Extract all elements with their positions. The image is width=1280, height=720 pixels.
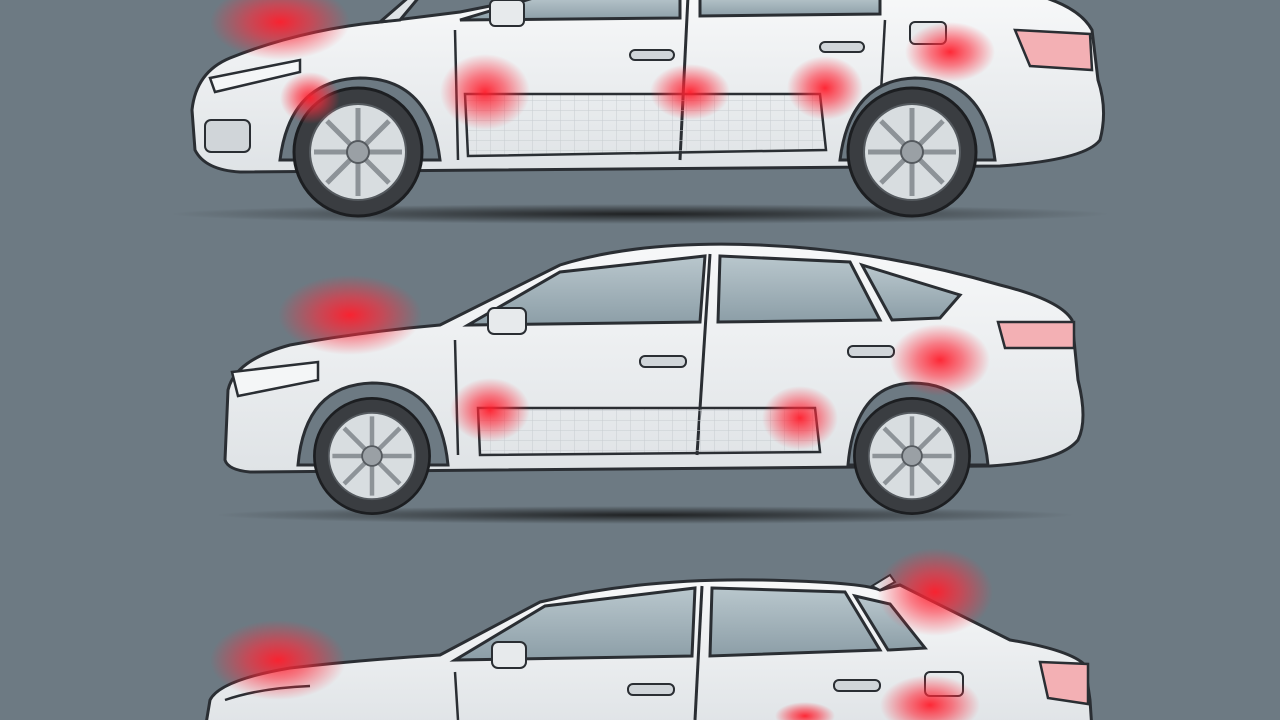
hotspot-rear-rocker bbox=[762, 386, 838, 450]
car-top-open-hood bbox=[375, 0, 419, 24]
car-middle bbox=[215, 242, 1085, 524]
car-bottom-mirror bbox=[491, 641, 527, 669]
car-top bbox=[170, 0, 1110, 224]
car-top-rear-handle bbox=[819, 41, 865, 53]
hotspot-rear-quarter bbox=[905, 22, 995, 82]
car-middle-headlight bbox=[230, 360, 320, 398]
hotspot-trunk-lid bbox=[877, 548, 993, 636]
hotspot-rear-quarter bbox=[890, 324, 990, 396]
car-top-rear-window bbox=[698, 0, 882, 18]
hotspot-hood bbox=[210, 620, 346, 700]
car-middle-rear-wheel bbox=[854, 398, 969, 513]
car-bottom-taillight bbox=[1038, 660, 1090, 706]
hotspot-front-rocker bbox=[450, 378, 530, 442]
hotspot-front-rocker bbox=[440, 54, 530, 130]
car-top-mirror bbox=[489, 0, 525, 27]
car-top-taillight bbox=[1013, 28, 1094, 72]
car-bottom-rear-handle bbox=[833, 679, 881, 692]
car-middle-front-wheel bbox=[314, 398, 429, 513]
hotspot-rear-wheel-arch bbox=[787, 56, 863, 120]
hotspot-hood bbox=[278, 275, 422, 355]
car-top-headlight bbox=[208, 58, 302, 94]
car-middle-quarter-window bbox=[858, 262, 963, 322]
car-middle-hotspots bbox=[278, 275, 990, 450]
car-middle-front-handle bbox=[639, 355, 687, 368]
car-bottom-front-handle bbox=[627, 683, 675, 696]
hotspot-rear-rocker bbox=[775, 702, 835, 720]
hotspot-front-wheel-arch bbox=[280, 72, 340, 124]
car-top-front-handle bbox=[629, 49, 675, 61]
car-middle-rear-handle bbox=[847, 345, 895, 358]
hotspot-b-pillar-rocker bbox=[650, 64, 730, 120]
car-middle-shadow bbox=[215, 506, 1075, 524]
car-bottom-hotspots bbox=[210, 548, 993, 720]
car-bottom bbox=[205, 548, 1093, 720]
car-top-hotspots bbox=[210, 0, 995, 130]
car-middle-rear-window bbox=[716, 254, 883, 324]
car-top-shadow bbox=[170, 204, 1110, 224]
hotspot-hood bbox=[210, 0, 350, 60]
car-bottom-rear-window bbox=[708, 586, 883, 658]
car-middle-taillight bbox=[996, 320, 1076, 350]
car-middle-mirror bbox=[487, 307, 527, 335]
car-top-rear-wheel bbox=[848, 88, 976, 216]
car-middle-front-window bbox=[462, 254, 707, 327]
hotspot-rear-quarter bbox=[880, 675, 980, 720]
